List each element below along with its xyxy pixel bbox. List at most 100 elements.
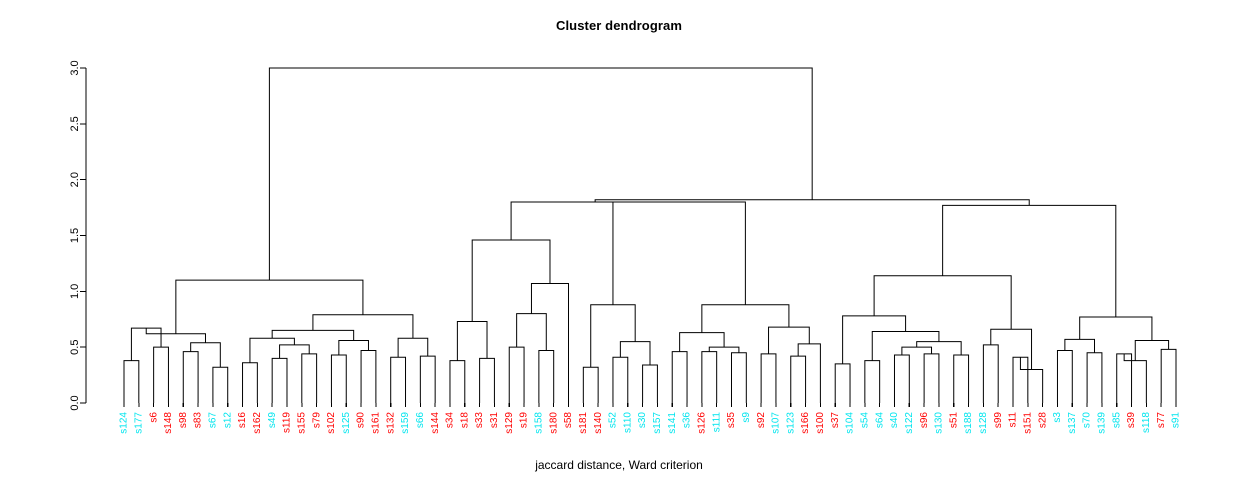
dendrogram-branch bbox=[612, 356, 629, 403]
dendrogram-branch bbox=[360, 350, 377, 403]
leaf-label: s98 bbox=[178, 412, 189, 429]
dendrogram-branch bbox=[1123, 353, 1147, 403]
dendrogram-branch bbox=[871, 331, 940, 361]
leaf-label: s16 bbox=[237, 412, 248, 429]
leaf-label: s130 bbox=[934, 412, 945, 434]
leaf-label: s90 bbox=[356, 412, 367, 429]
dendrogram-branch bbox=[760, 353, 777, 403]
dendrogram-branch bbox=[1086, 352, 1103, 403]
page-title: Cluster dendrogram bbox=[555, 18, 683, 33]
leaf-label: s54 bbox=[859, 412, 870, 429]
leaf-label: s34 bbox=[445, 412, 456, 429]
dendrogram-branch bbox=[301, 353, 318, 403]
dendrogram-branch bbox=[190, 342, 221, 368]
dendrogram-branch bbox=[864, 360, 881, 403]
leaf-label: s49 bbox=[267, 412, 278, 429]
dendrogram-branch bbox=[479, 357, 495, 403]
leaf-label: s139 bbox=[1097, 412, 1108, 434]
dendrogram-branch bbox=[671, 351, 688, 403]
dendrogram-branch bbox=[1134, 339, 1170, 361]
dendrogram-branch bbox=[701, 351, 718, 403]
dendrogram-branch bbox=[508, 346, 525, 403]
leaf-label: s12 bbox=[222, 412, 233, 429]
leaf-label: s66 bbox=[415, 412, 426, 429]
leaf-label: s77 bbox=[1156, 412, 1167, 429]
leaf-label: s79 bbox=[311, 412, 322, 429]
dendrogram-branch bbox=[153, 346, 169, 403]
dendrogram-branch bbox=[768, 326, 810, 354]
dendrogram-branch bbox=[516, 313, 547, 351]
leaf-label: s96 bbox=[919, 412, 930, 429]
leaf-label: s104 bbox=[845, 412, 856, 434]
leaf-label: s51 bbox=[948, 412, 959, 429]
dendrogram-branch bbox=[538, 350, 555, 403]
dendrogram-branch bbox=[312, 314, 414, 339]
leaf-label: s111 bbox=[711, 412, 722, 433]
dendrogram-branch bbox=[708, 346, 740, 353]
dendrogram-branch bbox=[923, 353, 940, 403]
leaf-label: s92 bbox=[756, 412, 767, 429]
leaf-label: s119 bbox=[282, 412, 293, 433]
dendrogram-branch bbox=[1116, 353, 1133, 403]
y-axis-tick-label: 2.5 bbox=[69, 116, 81, 131]
dendrogram-branch bbox=[916, 341, 962, 355]
leaf-label: s122 bbox=[904, 412, 915, 434]
leaf-label: s18 bbox=[459, 412, 470, 429]
leaf-label: s118 bbox=[1141, 412, 1152, 433]
leaf-label: s126 bbox=[696, 412, 707, 434]
leaf-label: s100 bbox=[815, 412, 826, 434]
dendrogram-branch bbox=[397, 337, 429, 358]
dendrogram-branch bbox=[642, 364, 658, 403]
dendrogram-branch bbox=[1056, 350, 1073, 403]
leaf-label: s11 bbox=[1008, 412, 1019, 428]
leaf-label: s33 bbox=[474, 412, 485, 429]
x-axis-label: jaccard distance, Ward criterion bbox=[535, 458, 703, 472]
dendrogram-branch bbox=[419, 355, 436, 403]
y-axis-tick-label: 0.5 bbox=[69, 340, 81, 355]
leaf-label: s83 bbox=[193, 412, 204, 429]
leaf-label: s6 bbox=[148, 412, 159, 423]
leaf-label: s36 bbox=[682, 412, 693, 429]
dendrogram-branch bbox=[271, 357, 288, 403]
leaf-label: s40 bbox=[889, 412, 900, 429]
dendrogram-branch bbox=[471, 239, 551, 322]
leaf-label: s141 bbox=[667, 412, 678, 434]
dendrogram-branch bbox=[901, 346, 933, 355]
leaf-label: s128 bbox=[978, 412, 989, 434]
dendrogram-branch bbox=[612, 201, 746, 305]
dendrogram-branch bbox=[679, 332, 725, 352]
dendrogram-branch bbox=[842, 315, 907, 364]
leaf-label: s177 bbox=[133, 412, 144, 434]
leaf-label: s144 bbox=[430, 412, 441, 434]
leaf-label: s110 bbox=[622, 412, 633, 433]
leaf-label: s30 bbox=[637, 412, 648, 429]
leaf-label: s166 bbox=[800, 412, 811, 434]
leaf-label: s67 bbox=[208, 412, 219, 429]
leaf-label: s188 bbox=[963, 412, 974, 434]
dendrogram-branch bbox=[338, 339, 369, 355]
dendrogram-branch bbox=[893, 354, 910, 403]
leaf-label: s107 bbox=[771, 412, 782, 434]
y-axis-tick-label: 2.0 bbox=[69, 172, 81, 187]
leaf-label: s140 bbox=[593, 412, 604, 434]
dendrogram-branch bbox=[130, 327, 162, 361]
leaf-label: s52 bbox=[608, 412, 619, 429]
leaf-label: s39 bbox=[1126, 412, 1137, 429]
leaf-label: s28 bbox=[1037, 412, 1048, 429]
leaf-label: s159 bbox=[400, 412, 411, 434]
dendrogram-branch bbox=[990, 328, 1033, 370]
dendrogram-branch bbox=[953, 354, 970, 403]
dendrogram-branch bbox=[873, 275, 1012, 330]
dendrogram-branch bbox=[619, 341, 651, 366]
dendrogram-branch bbox=[594, 199, 1030, 206]
y-axis-tick-label: 1.5 bbox=[69, 228, 81, 243]
leaf-label: s162 bbox=[252, 412, 263, 434]
leaf-label: s181 bbox=[578, 412, 589, 434]
leaf-label: s151 bbox=[1022, 412, 1033, 434]
leaf-label: s19 bbox=[519, 412, 530, 429]
dendrogram-branch bbox=[268, 67, 813, 281]
dendrogram-branch bbox=[271, 329, 355, 341]
dendrogram-branch bbox=[145, 328, 206, 343]
